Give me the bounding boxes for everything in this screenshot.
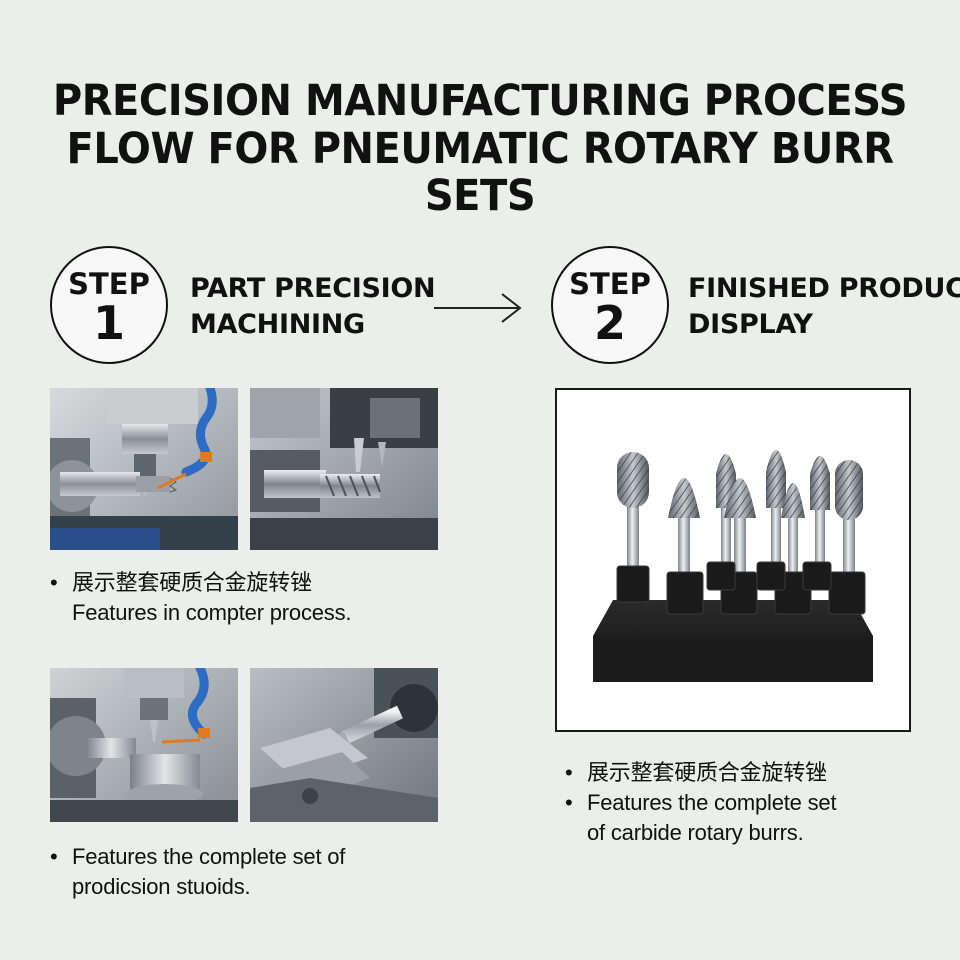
bullet-point: • bbox=[565, 760, 573, 785]
machining-photo-mill bbox=[50, 668, 238, 822]
step-1-label: PART PRECISION MACHINING bbox=[190, 271, 436, 343]
step-2-caption: • 展示整套硬质合金旋转锉 • Features the complete se… bbox=[565, 758, 837, 848]
step-1-bottom-caption: • Features the complete set of prodicsio… bbox=[50, 842, 345, 902]
machining-photo-spindle bbox=[50, 388, 238, 550]
right-arrow-icon bbox=[434, 293, 522, 323]
step-2-word: STEP bbox=[569, 267, 651, 301]
title-line-1: PRECISION MANUFACTURING PROCESS bbox=[52, 76, 908, 126]
step-1-top-caption: • 展示整套硬质合金旋转锉 Features in compter proces… bbox=[50, 568, 351, 628]
caption-line-2: prodicsion stuoids. bbox=[72, 874, 251, 899]
bullet-point: • bbox=[50, 570, 58, 595]
caption-line-2: Features the complete set bbox=[587, 790, 837, 815]
finished-product-photo bbox=[555, 388, 911, 732]
step-2-label-line-2: DISPLAY bbox=[688, 309, 813, 340]
machining-photo-vise bbox=[250, 668, 438, 822]
step-2-label-line-1: FINISHED PRODUCT bbox=[688, 273, 960, 304]
caption-line-2: Features in compter process. bbox=[72, 600, 352, 625]
caption-line-1: Features the complete set of bbox=[72, 844, 346, 869]
step-1-label-line-2: MACHINING bbox=[190, 309, 365, 340]
step-1-word: STEP bbox=[68, 267, 150, 301]
caption-line-3: of carbide rotary burrs. bbox=[587, 820, 804, 845]
bullet-point: • bbox=[50, 844, 58, 869]
machining-photo-lathe bbox=[250, 388, 438, 550]
step-1-label-line-1: PART PRECISION bbox=[190, 273, 436, 304]
caption-line-1: 展示整套硬质合金旋转锉 bbox=[72, 570, 312, 595]
bullet-point: • bbox=[565, 790, 573, 815]
caption-line-1: 展示整套硬质合金旋转锉 bbox=[587, 760, 827, 785]
step-2-badge: STEP 2 bbox=[551, 246, 669, 364]
step-1-number: 1 bbox=[92, 296, 125, 350]
title-line-2: FLOW FOR PNEUMATIC ROTARY BURR SETS bbox=[66, 123, 894, 222]
step-2-label: FINISHED PRODUCT DISPLAY bbox=[688, 271, 960, 343]
step-1-badge: STEP 1 bbox=[50, 246, 168, 364]
step-2-number: 2 bbox=[593, 296, 626, 350]
page-title: PRECISION MANUFACTURING PROCESS FLOW FOR… bbox=[34, 76, 927, 222]
